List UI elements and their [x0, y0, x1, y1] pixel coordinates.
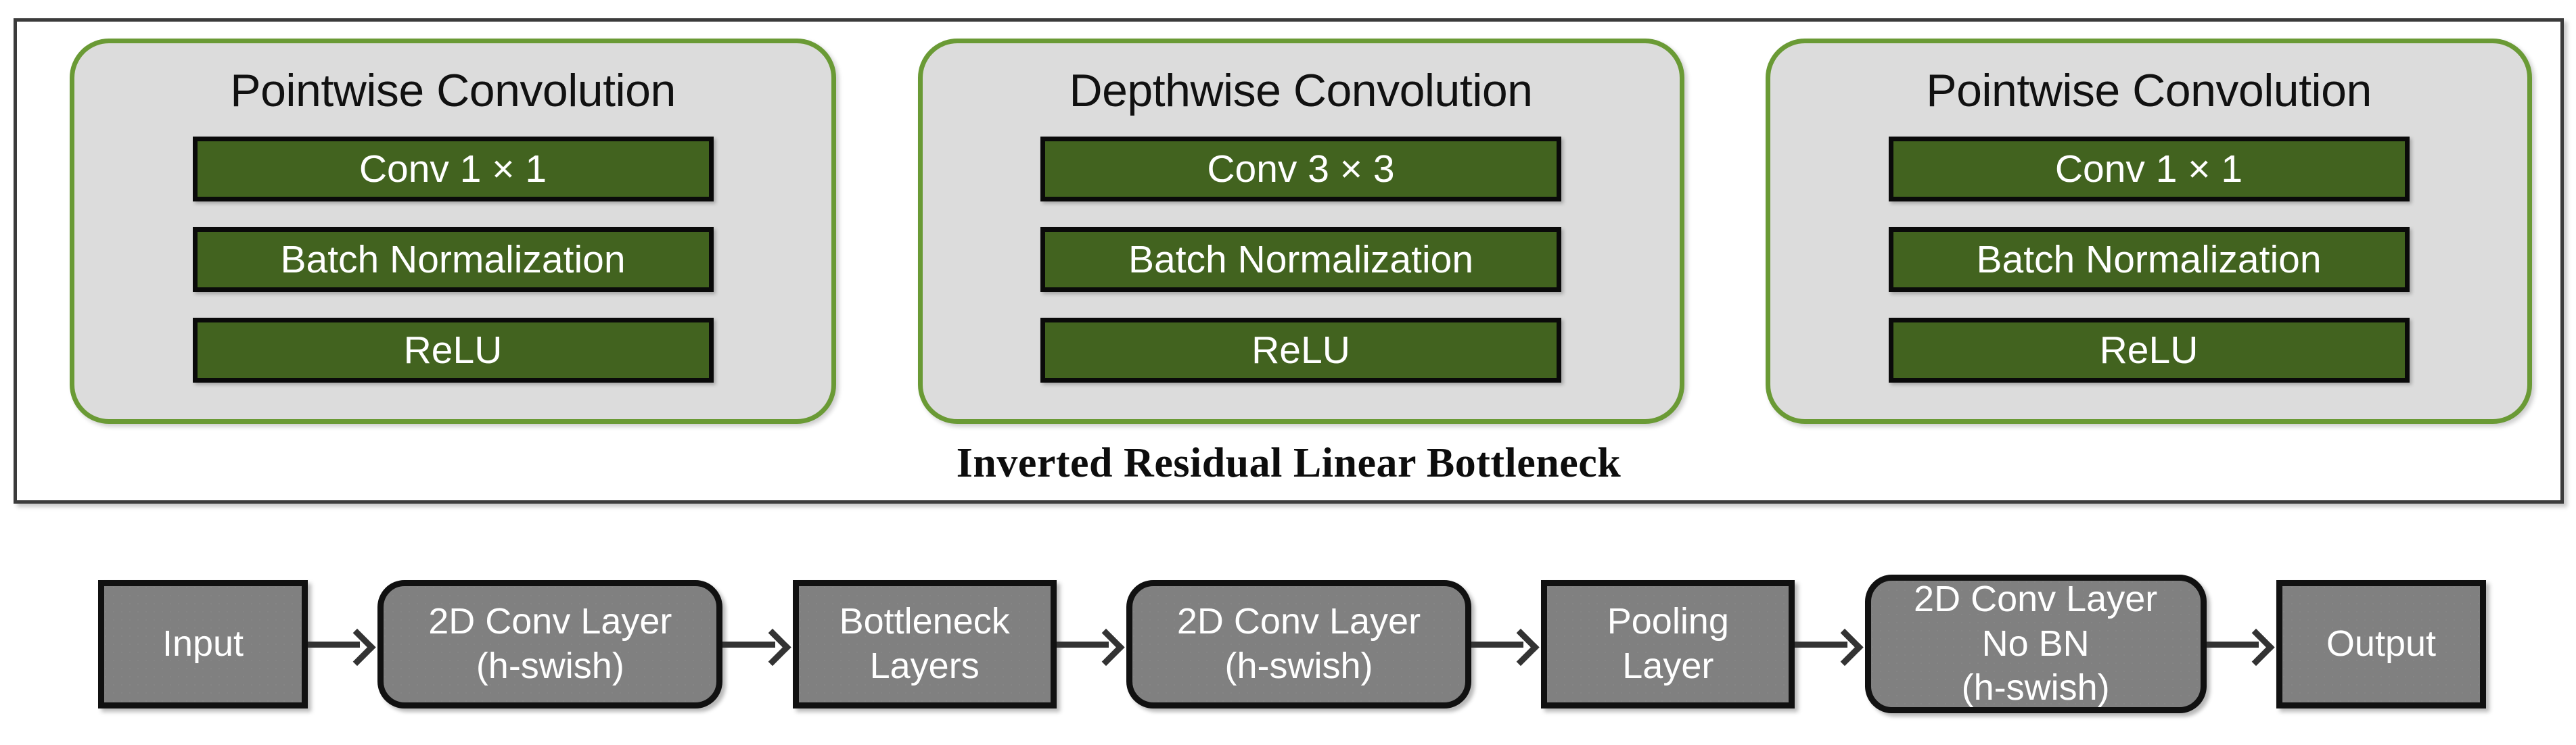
pipeline-stage-label: 2D Conv Layer	[1914, 578, 2158, 619]
pipeline-stage-box: 2D Conv Layer(h-swish)	[1126, 579, 1471, 708]
right-arrow-icon	[2206, 624, 2276, 666]
inverted-residual-bottleneck-frame: Pointwise Convolution Conv 1 × 1 Batch N…	[14, 18, 2564, 504]
panel-title: Pointwise Convolution	[1926, 65, 2372, 116]
arrow-shaft	[1471, 641, 1524, 648]
arrow-head	[1826, 628, 1864, 666]
arrow-shaft	[1056, 641, 1109, 648]
pipeline-stage-label: 2D Conv Layer	[428, 600, 672, 642]
op-box-conv: Conv 1 × 1	[1888, 137, 2410, 201]
arrow-shaft	[2206, 641, 2259, 648]
right-arrow-icon	[1471, 624, 1541, 666]
pipeline-stage-label: (h-swish)	[1224, 645, 1373, 686]
op-box-batch-normalization: Batch Normalization	[1888, 227, 2410, 292]
pipeline-stage-label: Layer	[1622, 645, 1714, 686]
conv-panel-depthwise: Depthwise Convolution Conv 3 × 3 Batch N…	[917, 39, 1684, 424]
pipeline-stage-box: Output	[2276, 579, 2486, 708]
panel-title: Depthwise Convolution	[1069, 65, 1533, 116]
op-box-activation: ReLU	[192, 318, 714, 383]
pipeline-stage-label: (h-swish)	[1961, 667, 2110, 708]
pipeline-stage-box: Input	[98, 579, 308, 708]
op-box-conv: Conv 3 × 3	[1040, 137, 1561, 201]
arrow-head	[2237, 628, 2275, 666]
conv-panel-pointwise-second: Pointwise Convolution Conv 1 × 1 Batch N…	[1766, 39, 2532, 424]
pipeline-stage-label: Bottleneck	[839, 600, 1010, 642]
arrow-shaft	[1795, 641, 1847, 648]
pipeline-stage-label: Layers	[869, 645, 980, 686]
conv-panel-pointwise-first: Pointwise Convolution Conv 1 × 1 Batch N…	[70, 39, 836, 424]
arrow-head	[754, 628, 791, 666]
op-box-batch-normalization: Batch Normalization	[192, 227, 714, 292]
arrow-shaft	[722, 641, 775, 648]
pipeline-stage-label: Output	[2326, 623, 2437, 664]
arrow-shaft	[308, 641, 361, 648]
pipeline-stage-label: (h-swish)	[476, 645, 624, 686]
arrow-head	[1087, 628, 1125, 666]
op-box-conv: Conv 1 × 1	[192, 137, 714, 201]
pipeline-stage-label: Pooling	[1607, 600, 1729, 642]
bottleneck-caption: Inverted Residual Linear Bottleneck	[956, 440, 1622, 486]
op-box-activation: ReLU	[1888, 318, 2410, 383]
right-arrow-icon	[308, 624, 377, 666]
pipeline-stage-label: No BN	[1981, 623, 2090, 664]
pipeline-stage-label: 2D Conv Layer	[1176, 600, 1421, 642]
op-box-batch-normalization: Batch Normalization	[1040, 227, 1561, 292]
arrow-head	[338, 628, 376, 666]
right-arrow-icon	[1056, 624, 1126, 666]
right-arrow-icon	[722, 624, 792, 666]
right-arrow-icon	[1795, 624, 1864, 666]
op-box-activation: ReLU	[1040, 318, 1561, 383]
arrow-head	[1502, 628, 1540, 666]
pipeline-stage-box: 2D Conv Layer(h-swish)	[377, 579, 723, 708]
panel-title: Pointwise Convolution	[230, 65, 676, 116]
pipeline-stage-label: Input	[162, 623, 244, 664]
convolution-panels-row: Pointwise Convolution Conv 1 × 1 Batch N…	[70, 39, 2532, 424]
